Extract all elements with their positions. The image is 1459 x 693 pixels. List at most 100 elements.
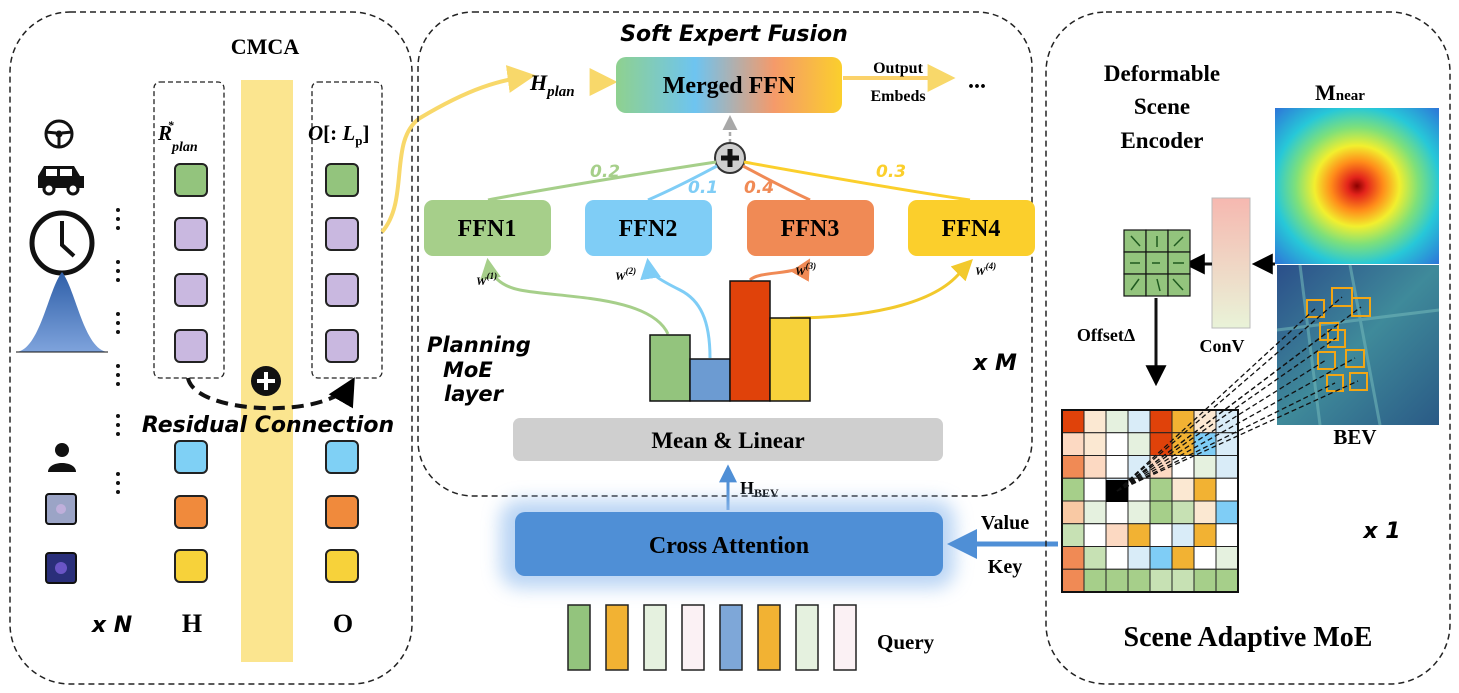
merged-ffn-label: Merged FFN	[663, 73, 796, 99]
mean-linear-box	[513, 418, 943, 461]
scene-grid-cell	[1149, 568, 1173, 593]
scene-title-1: Deformable	[1104, 61, 1220, 86]
sampling-lines	[1116, 296, 1362, 492]
scene-title-3: Encoder	[1120, 128, 1203, 153]
ffn1-box	[424, 200, 551, 256]
w4-label: W(4)	[975, 261, 996, 278]
gate-bar-4	[769, 317, 811, 402]
residual-label: Residual Connection	[142, 413, 394, 438]
moe-panel	[417, 11, 1033, 497]
scene-grid-cell	[1127, 523, 1151, 547]
scene-grid-cell	[1061, 546, 1085, 570]
m-near-heatmap	[1275, 108, 1439, 264]
h-column-label: H	[182, 609, 202, 638]
scene-footer-title: Scene Adaptive MoE	[1124, 622, 1373, 653]
scene-grid-cell	[1193, 455, 1217, 479]
scene-grid-cell	[1061, 523, 1085, 547]
scene-grid-cell	[1083, 409, 1107, 434]
o-to-hplan-arrow	[380, 65, 536, 234]
residual-arrow	[186, 377, 355, 411]
scene-grid-cell	[1171, 568, 1195, 593]
scene-grid-cell	[1149, 409, 1173, 434]
gate-bar-1	[649, 334, 691, 402]
ffn1-to-fusion-line	[487, 160, 717, 202]
layer-label-1: Planning	[427, 333, 531, 357]
scene-grid-cell	[1127, 546, 1151, 570]
scene-grid-cell	[1215, 568, 1239, 593]
gate-bar-3	[729, 280, 771, 402]
cmca-panel	[9, 11, 413, 685]
residual-plus-icon	[251, 366, 281, 396]
w2-label: W(2)	[615, 266, 636, 283]
ffn2-box	[585, 200, 712, 256]
weight-ffn4: 0.3	[876, 162, 906, 182]
ffn4-to-fusion-line	[743, 160, 971, 202]
scene-grid-cell	[1171, 409, 1195, 434]
scene-grid-cell	[1215, 477, 1239, 502]
scene-grid-cell	[1193, 546, 1217, 570]
scene-grid-cell	[1171, 546, 1195, 570]
value-label: Value	[981, 512, 1029, 534]
scene-grid-cell	[1083, 477, 1107, 502]
ffn1-label: FFN1	[458, 216, 517, 242]
scene-grid-cell	[1061, 455, 1085, 479]
merged-ffn-box	[616, 57, 842, 113]
offset-label: OffsetΔ	[1077, 325, 1135, 345]
scene-feature-grid	[1061, 409, 1239, 593]
scene-grid-cell	[1083, 455, 1107, 479]
route-to-ffn2-arrow	[640, 257, 712, 359]
ffn3-to-fusion-line	[742, 164, 811, 202]
scene-grid-cell	[1105, 432, 1129, 456]
scene-grid-cell	[1127, 409, 1151, 434]
route-to-ffn3-arrow	[748, 258, 811, 282]
cmca-title: CMCA	[231, 34, 300, 59]
steering-wheel-icon	[44, 119, 74, 149]
scene-grid-cell	[1215, 523, 1239, 547]
w1-label: W(1)	[476, 271, 497, 288]
scene-grid-frame	[1061, 409, 1239, 593]
hbev-label: HBEV	[740, 478, 779, 500]
ffn2-to-fusion-line	[647, 164, 718, 202]
scene-grid-cell	[1105, 500, 1129, 525]
cross-attention-label: Cross Attention	[649, 533, 809, 559]
scene-grid-cell	[1171, 500, 1195, 525]
query-label: Query	[877, 630, 935, 654]
gating-bars	[649, 280, 811, 402]
scene-grid-cell	[1083, 523, 1107, 547]
clock-icon	[29, 210, 95, 276]
ffn2-label: FFN2	[619, 216, 678, 242]
key-label: Key	[988, 556, 1022, 578]
scene-grid-cell	[1105, 455, 1129, 479]
offset-arrows	[1130, 235, 1184, 292]
route-to-ffn4-arrow	[789, 259, 973, 320]
xn-label: x N	[91, 613, 132, 638]
fusion-plus-icon	[714, 142, 746, 174]
output-ellipsis: ...	[968, 68, 986, 94]
xm-label: x M	[972, 351, 1017, 376]
scene-grid-cell	[1193, 523, 1217, 547]
output-label-1: Output	[873, 60, 923, 77]
r-plan-group	[153, 81, 225, 379]
scene-grid-cell	[1061, 432, 1085, 456]
scene-grid-cell	[1061, 477, 1085, 502]
scene-grid-cell	[1083, 500, 1107, 525]
output-label-2: Embeds	[870, 88, 925, 105]
bev-sample-boxes	[1306, 287, 1371, 392]
conv-label: ConV	[1199, 336, 1244, 356]
scene-grid-cell	[1171, 523, 1195, 547]
layer-label-2: MoE	[443, 358, 493, 382]
scene-grid-cell	[1193, 477, 1217, 502]
scene-grid-cell	[1083, 432, 1107, 456]
o-column-label: O	[333, 609, 353, 638]
bev-map	[1277, 265, 1439, 425]
scene-grid-cell	[1215, 546, 1239, 570]
scene-grid-cell	[1149, 500, 1173, 525]
layer-label-3: layer	[444, 382, 505, 406]
weight-ffn1: 0.2	[590, 162, 620, 182]
scene-grid-cell	[1061, 500, 1085, 525]
scene-grid-cell	[1215, 455, 1239, 479]
scene-grid-cell	[1105, 546, 1129, 570]
scene-grid-cell	[1105, 523, 1129, 547]
